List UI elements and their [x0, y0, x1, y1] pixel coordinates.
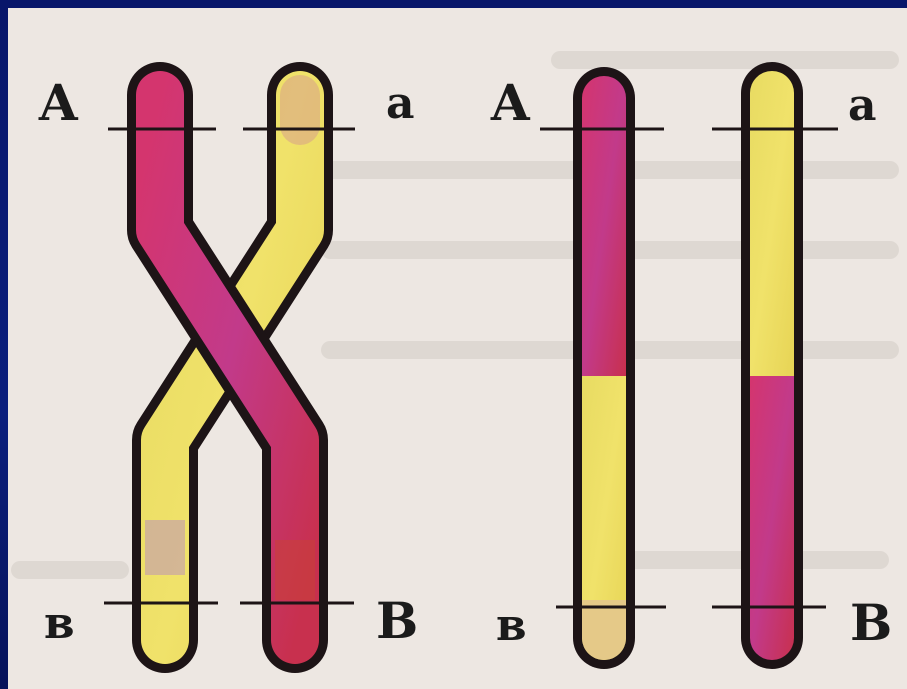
crossing-chromatids: [160, 95, 300, 640]
recombined-chromosome-left: [573, 67, 635, 669]
label-allele-a-left: а: [386, 78, 415, 129]
label-allele-b-right: в: [496, 600, 527, 651]
crossing-over-diagram: А а в В А а в В: [8, 8, 907, 689]
label-allele-a-right: а: [848, 80, 877, 131]
label-allele-B-right: В: [850, 593, 892, 652]
recombined-chromosome-right: [741, 62, 803, 669]
label-allele-A-right: А: [490, 73, 531, 132]
label-allele-A-left: А: [38, 73, 79, 132]
textbook-figure: А а в В А а в В: [8, 8, 907, 689]
label-allele-B-left: В: [376, 591, 418, 650]
label-allele-b-left: в: [44, 598, 75, 649]
